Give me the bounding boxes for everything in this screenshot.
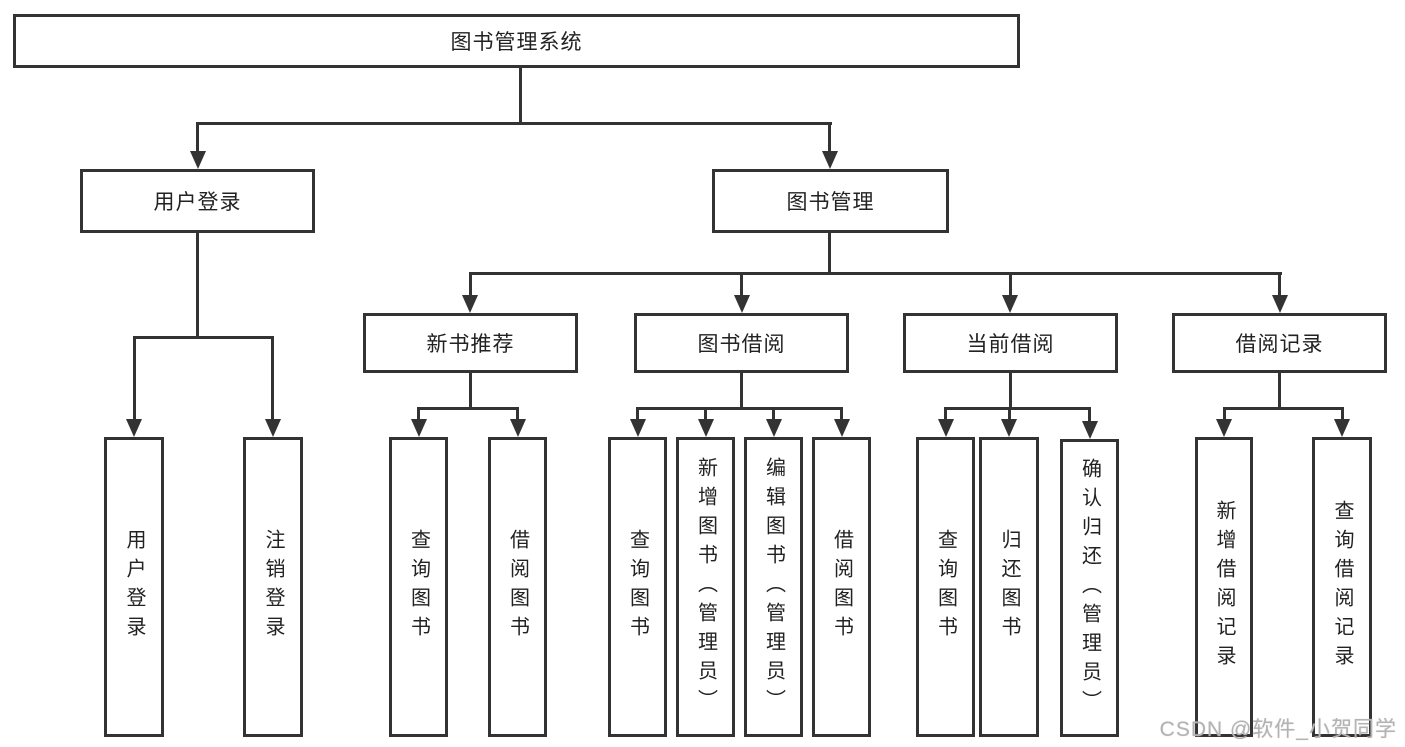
connector bbox=[1008, 407, 1011, 421]
connector bbox=[1088, 407, 1091, 423]
leaf-current-query-books: 查询图书 bbox=[916, 437, 975, 737]
leaf-records-query-record: 查询借阅记录 bbox=[1312, 437, 1372, 737]
leaf-logout: 注销登录 bbox=[243, 437, 303, 737]
connector bbox=[1009, 373, 1012, 410]
arrow-down-icon bbox=[510, 419, 526, 437]
arrow-down-icon bbox=[265, 419, 281, 437]
connector bbox=[828, 122, 831, 153]
arrow-down-icon bbox=[1082, 421, 1098, 439]
node-book-borrow-label: 图书借阅 bbox=[697, 333, 786, 356]
connector bbox=[133, 336, 136, 419]
connector bbox=[772, 407, 775, 421]
leaf-borrow-edit-books: 编辑图书（管理员） bbox=[744, 437, 803, 737]
connector bbox=[469, 272, 472, 295]
connector bbox=[469, 272, 1282, 275]
node-user-login: 用户登录 bbox=[80, 169, 315, 233]
arrow-down-icon bbox=[1272, 295, 1288, 313]
arrow-down-icon bbox=[1334, 419, 1350, 437]
node-borrow-records-label: 借阅记录 bbox=[1235, 333, 1324, 356]
node-root: 图书管理系统 bbox=[13, 14, 1020, 68]
connector bbox=[196, 122, 832, 125]
leaf-current-confirm-return: 确认归还（管理员） bbox=[1060, 439, 1119, 737]
arrow-down-icon bbox=[190, 151, 206, 169]
node-user-login-label: 用户登录 bbox=[153, 191, 242, 214]
arrow-down-icon bbox=[126, 419, 142, 437]
arrow-down-icon bbox=[1216, 419, 1232, 437]
node-new-book-recommend: 新书推荐 bbox=[363, 313, 578, 373]
leaf-current-return-books-label: 归还图书 bbox=[998, 529, 1020, 645]
connector bbox=[1278, 272, 1281, 295]
connector bbox=[704, 407, 707, 421]
arrow-down-icon bbox=[1002, 295, 1018, 313]
node-current-borrow-label: 当前借阅 bbox=[966, 333, 1055, 356]
leaf-borrow-add-books-label: 新增图书（管理员） bbox=[694, 456, 717, 718]
leaf-logout-label: 注销登录 bbox=[262, 529, 284, 645]
node-borrow-records: 借阅记录 bbox=[1172, 313, 1387, 373]
leaf-borrow-borrow-books: 借阅图书 bbox=[812, 437, 871, 737]
arrow-down-icon bbox=[938, 419, 954, 437]
leaf-current-return-books: 归还图书 bbox=[979, 437, 1039, 737]
connector bbox=[519, 66, 522, 124]
leaf-user-login: 用户登录 bbox=[104, 437, 164, 737]
connector bbox=[196, 233, 199, 339]
node-current-borrow: 当前借阅 bbox=[903, 313, 1118, 373]
arrow-down-icon bbox=[766, 419, 782, 437]
node-book-borrow: 图书借阅 bbox=[634, 313, 849, 373]
leaf-borrow-query-books: 查询图书 bbox=[608, 437, 667, 737]
connector bbox=[740, 272, 743, 295]
connector bbox=[417, 407, 420, 421]
connector bbox=[636, 407, 843, 410]
connector bbox=[828, 233, 831, 275]
connector bbox=[133, 336, 274, 339]
node-book-management: 图书管理 bbox=[712, 169, 949, 233]
arrow-down-icon bbox=[698, 419, 714, 437]
leaf-recommend-query-books-label: 查询图书 bbox=[407, 529, 430, 645]
arrow-down-icon bbox=[462, 295, 478, 313]
node-root-label: 图书管理系统 bbox=[450, 31, 583, 54]
connector bbox=[196, 122, 199, 153]
connector bbox=[944, 407, 947, 421]
arrow-down-icon bbox=[630, 419, 646, 437]
connector bbox=[636, 407, 639, 421]
connector bbox=[840, 407, 843, 421]
arrow-down-icon bbox=[1001, 419, 1017, 437]
connector bbox=[469, 373, 472, 410]
connector bbox=[271, 336, 274, 419]
connector bbox=[1223, 407, 1343, 410]
leaf-borrow-query-books-label: 查询图书 bbox=[626, 529, 649, 645]
leaf-borrow-add-books: 新增图书（管理员） bbox=[676, 437, 735, 737]
leaf-current-confirm-return-label: 确认归还（管理员） bbox=[1078, 457, 1101, 719]
connector bbox=[944, 407, 1091, 410]
connector bbox=[740, 373, 743, 410]
node-new-book-recommend-label: 新书推荐 bbox=[426, 333, 515, 356]
leaf-borrow-edit-books-label: 编辑图书（管理员） bbox=[762, 456, 785, 718]
arrow-down-icon bbox=[822, 151, 838, 169]
leaf-borrow-borrow-books-label: 借阅图书 bbox=[830, 529, 853, 645]
leaf-recommend-query-books: 查询图书 bbox=[389, 437, 448, 737]
node-book-management-label: 图书管理 bbox=[786, 191, 875, 214]
connector bbox=[417, 407, 519, 410]
leaf-current-query-books-label: 查询图书 bbox=[934, 529, 957, 645]
leaf-records-query-record-label: 查询借阅记录 bbox=[1331, 500, 1353, 674]
connector bbox=[516, 407, 519, 421]
leaf-recommend-borrow-books-label: 借阅图书 bbox=[506, 529, 529, 645]
connector bbox=[1223, 407, 1226, 421]
connector bbox=[1278, 373, 1281, 410]
arrow-down-icon bbox=[411, 419, 427, 437]
arrow-down-icon bbox=[834, 419, 850, 437]
connector bbox=[1009, 272, 1012, 295]
leaf-user-login-label: 用户登录 bbox=[123, 529, 145, 645]
leaf-records-add-record: 新增借阅记录 bbox=[1195, 437, 1253, 737]
csdn-watermark: CSDN @软件_小贺同学 bbox=[1159, 718, 1397, 741]
connector bbox=[1341, 407, 1344, 421]
arrow-down-icon bbox=[734, 295, 750, 313]
leaf-records-add-record-label: 新增借阅记录 bbox=[1213, 500, 1235, 674]
leaf-recommend-borrow-books: 借阅图书 bbox=[488, 437, 547, 737]
